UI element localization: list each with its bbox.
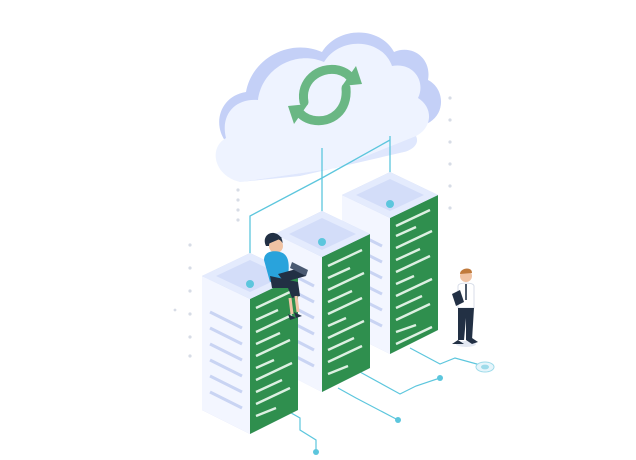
man-with-tablet-icon xyxy=(452,268,478,347)
floor-circuit-lines xyxy=(276,347,485,452)
floor-target-marker xyxy=(475,361,495,373)
cloud-icon xyxy=(215,32,442,182)
sync-arrows-icon xyxy=(288,64,362,126)
woman-with-laptop-icon xyxy=(264,232,308,320)
background-dot-grid xyxy=(173,96,452,358)
floor-circuit-dots xyxy=(313,375,443,455)
